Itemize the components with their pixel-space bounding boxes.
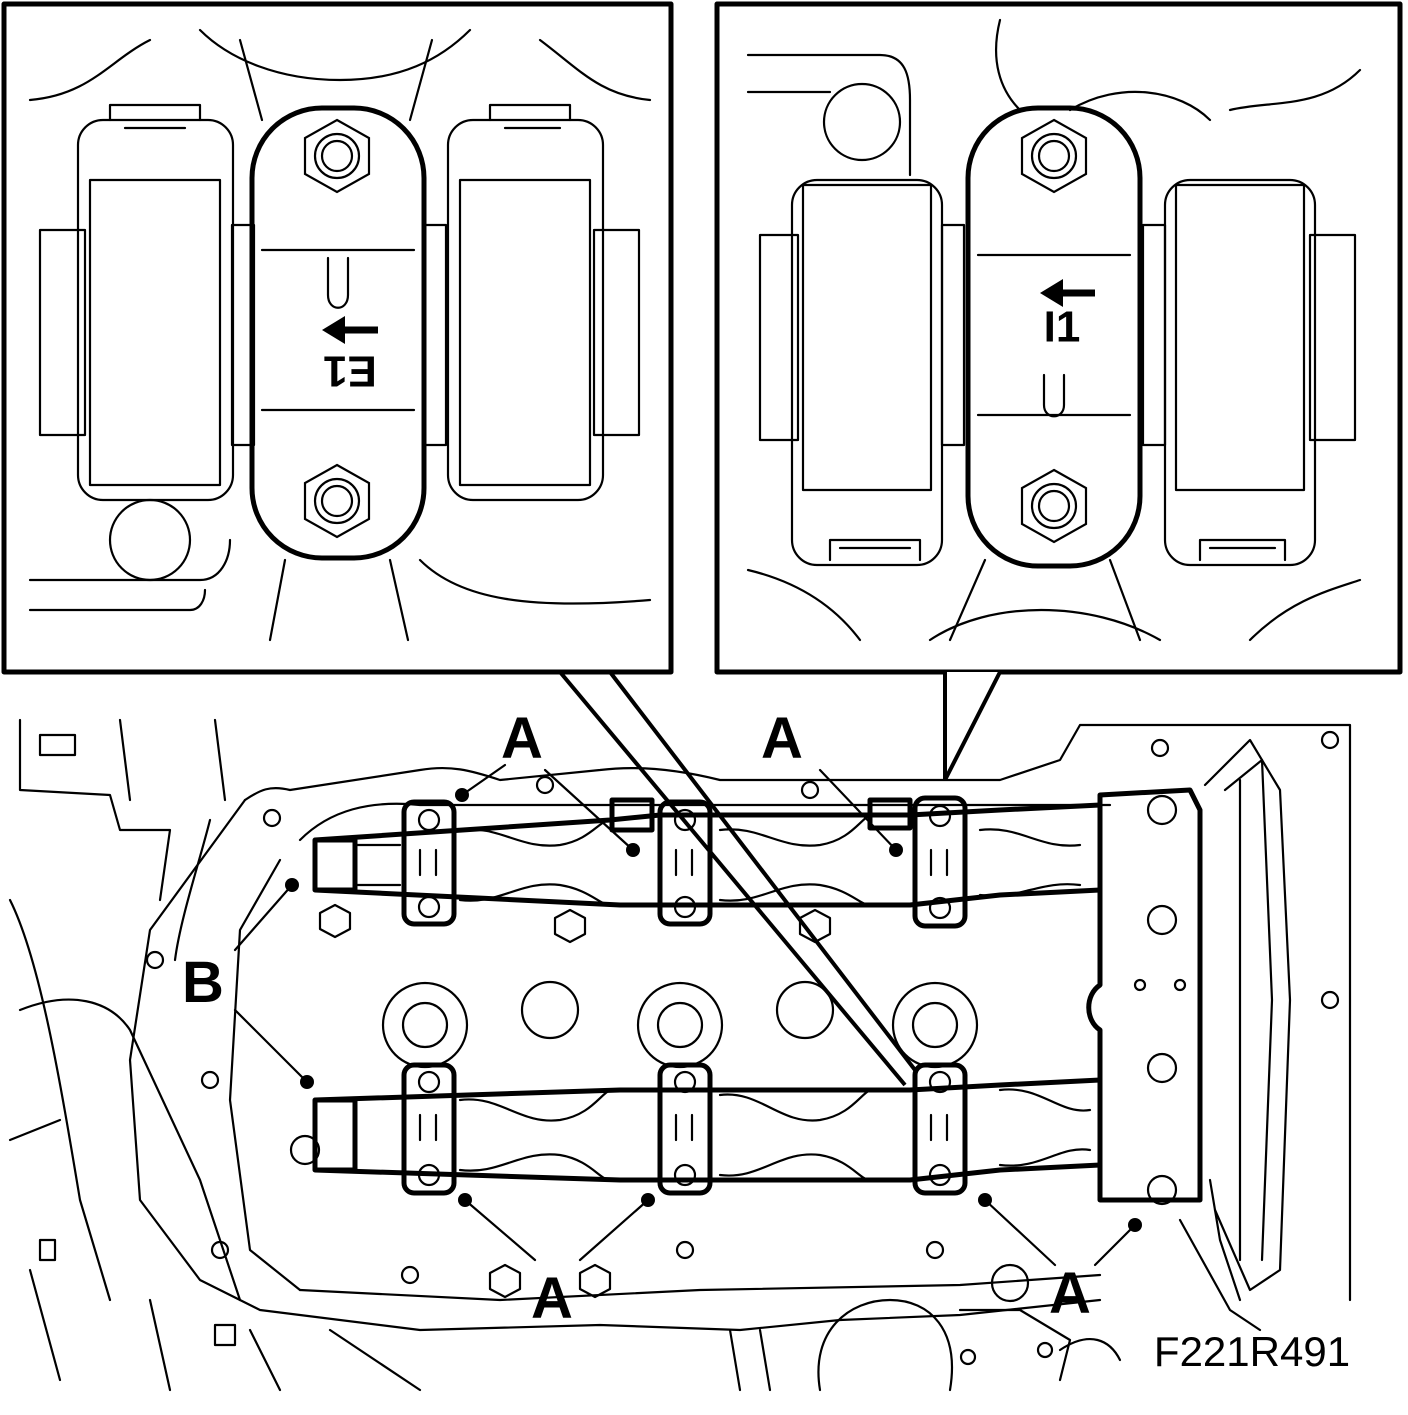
cylinder-head: [8, 718, 1352, 1392]
leader-lines: [233, 763, 1142, 1267]
inset-right: I1: [714, 1, 1403, 675]
label-a-upper-right: A: [761, 706, 803, 771]
label-a-lower-right: A: [1049, 1261, 1091, 1326]
label-b: B: [182, 950, 224, 1015]
inset-left: E1: [1, 1, 674, 675]
cap-marking-right: I1: [1044, 303, 1081, 352]
figure-code: F221R491: [1154, 1328, 1350, 1375]
cap-marking-left: E1: [323, 346, 377, 395]
label-a-upper-left: A: [501, 706, 543, 771]
callout-pointers: [558, 670, 1002, 1087]
callout-letters: A A B A A: [182, 706, 1091, 1331]
label-a-lower-left: A: [531, 1266, 573, 1331]
